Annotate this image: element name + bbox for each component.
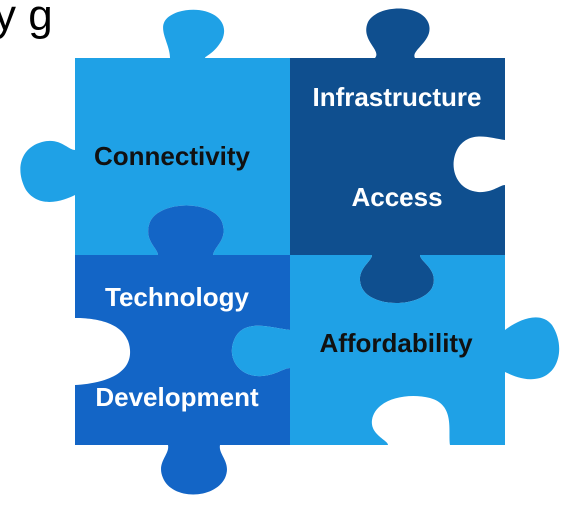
label-affordability: Affordability [319,328,473,358]
label-access: Access [351,182,442,212]
puzzle-piece-affordability [231,255,560,445]
puzzle-piece-connectivity [20,9,290,255]
label-infrastructure: Infrastructure [312,82,481,112]
label-development: Development [95,382,259,412]
header-fragment: y g [0,0,53,40]
puzzle-piece-technology-development [75,205,290,495]
puzzle-piece-infrastructure-access [290,8,505,303]
label-technology: Technology [105,282,250,312]
label-connectivity: Connectivity [94,141,251,171]
